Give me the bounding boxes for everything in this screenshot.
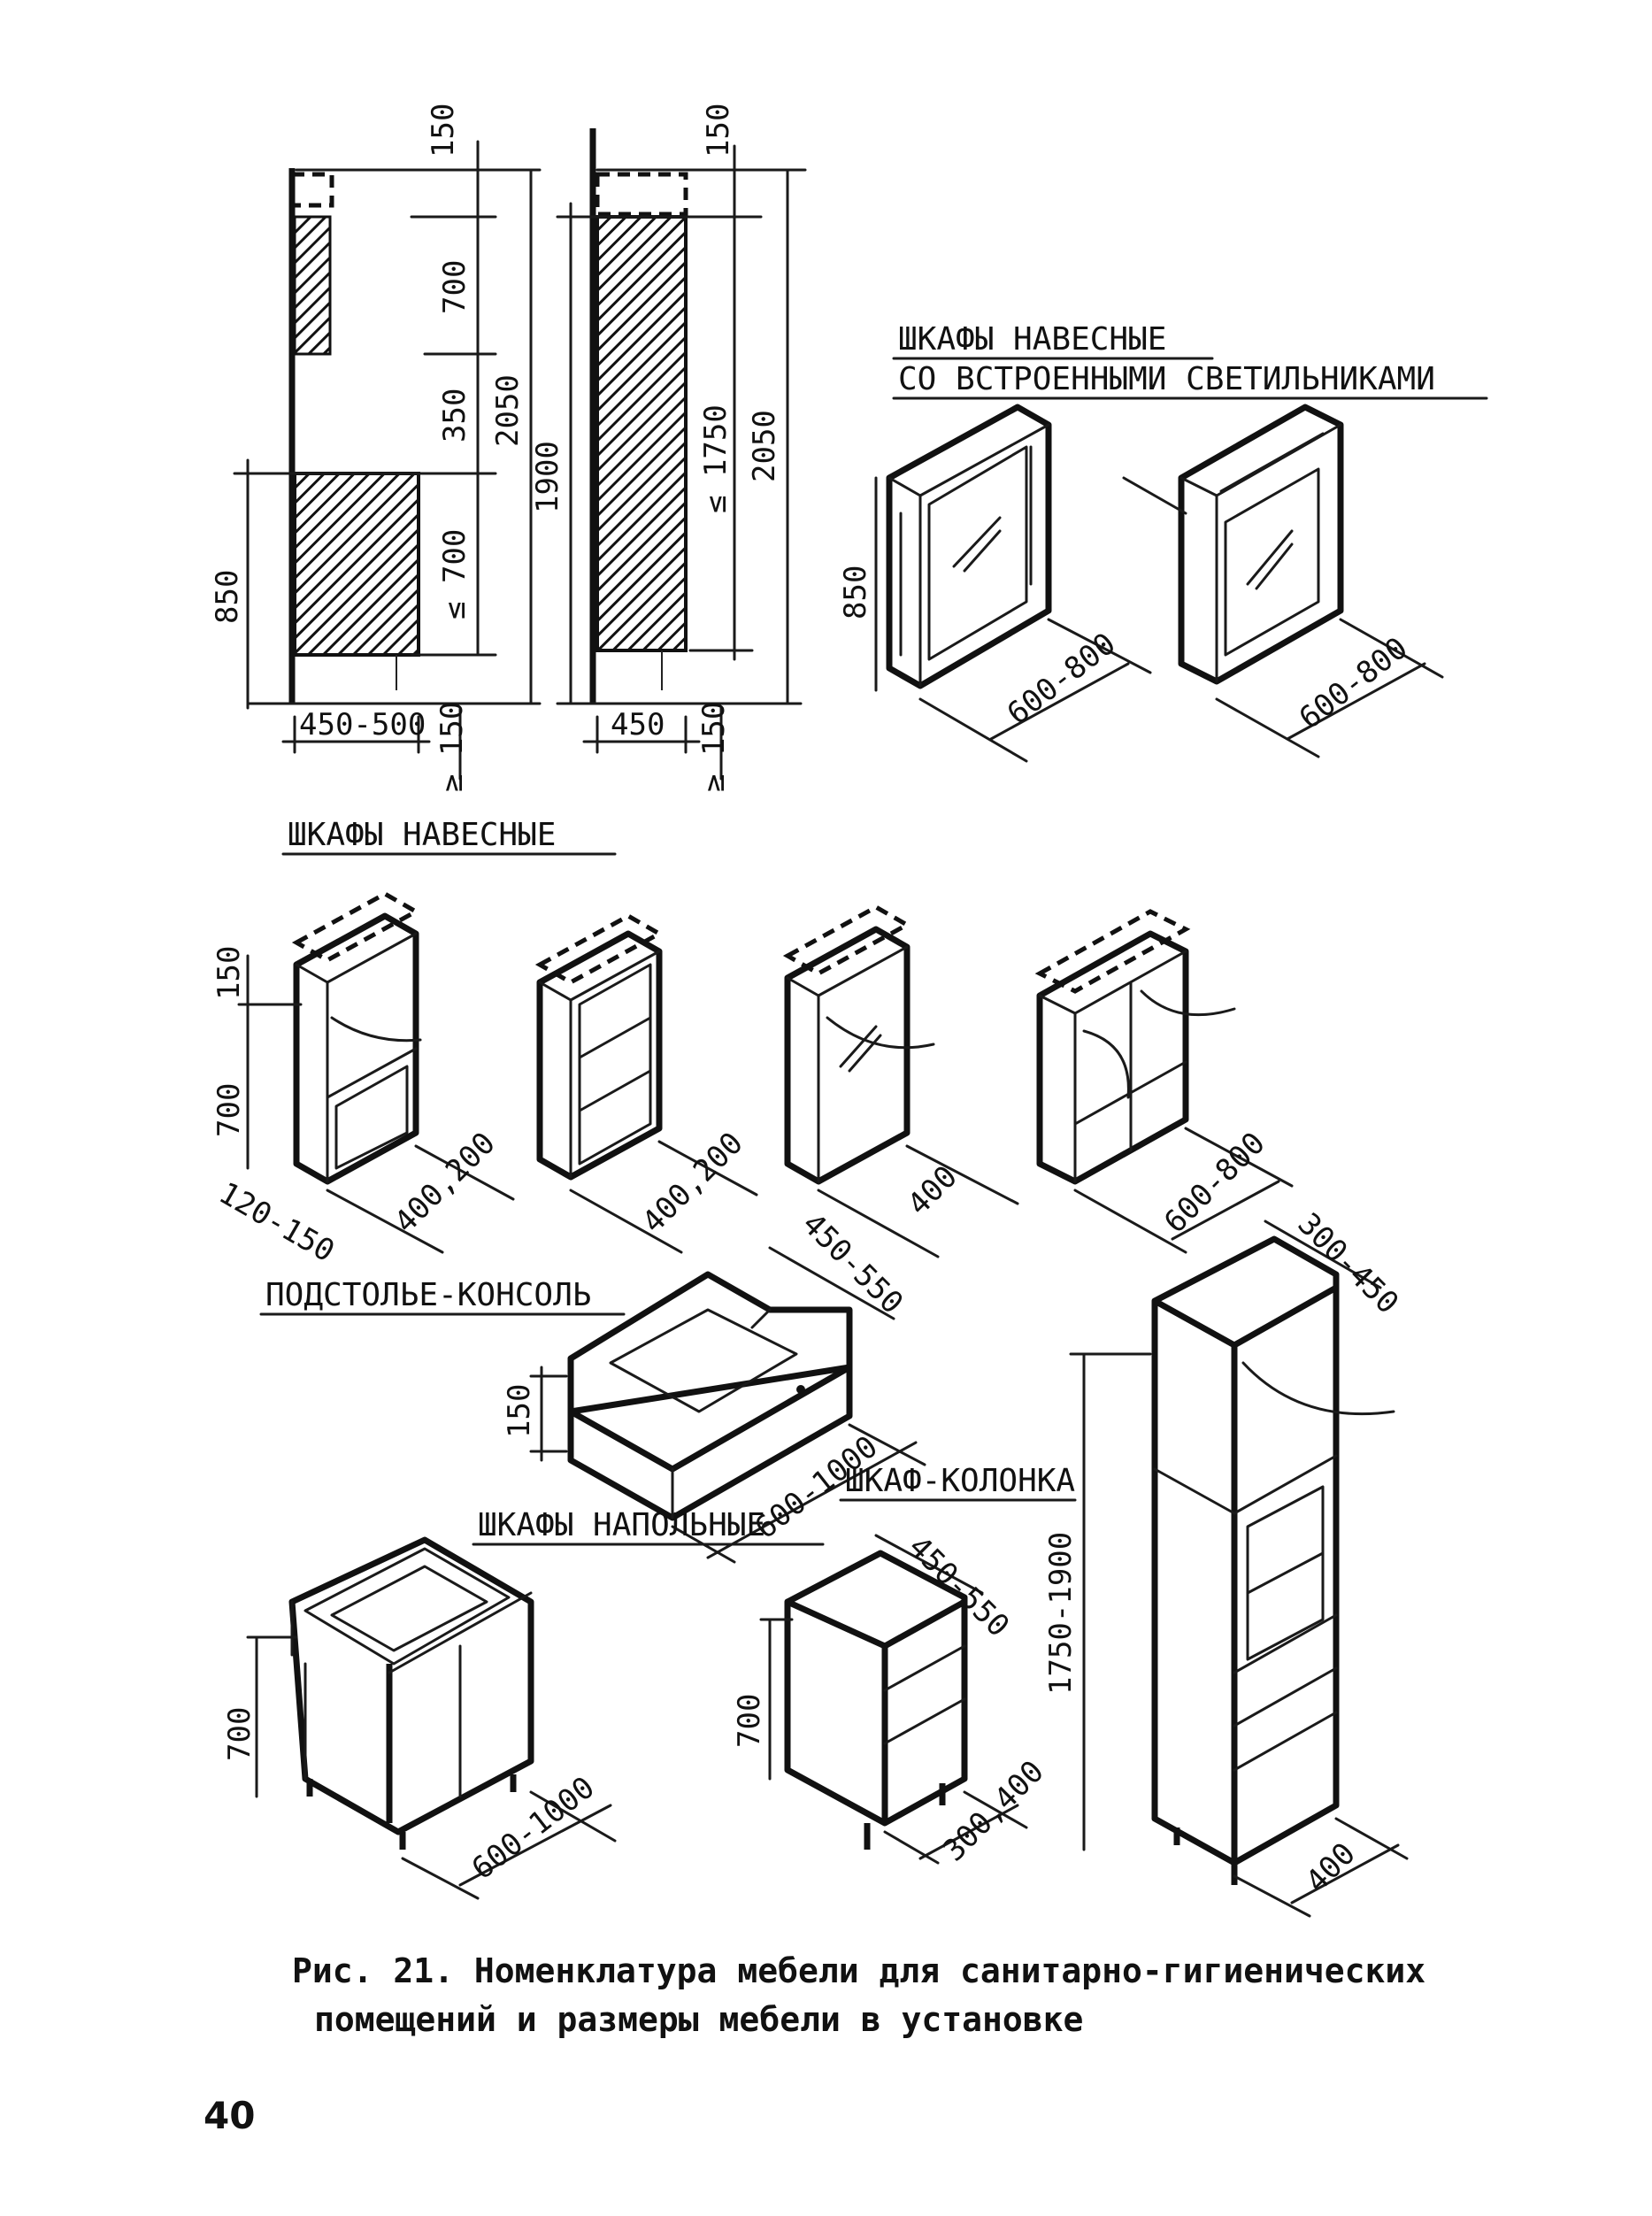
e1-dim-total: 2050 <box>490 374 526 447</box>
e1-dim-height: 850 <box>210 570 245 624</box>
column-dim-height: 1750-1900 <box>1043 1532 1079 1695</box>
e2-dim-width: 450 <box>611 707 665 743</box>
column-title: ШКАФ-КОЛОНКА <box>845 1463 1075 1499</box>
e1-dim-mid: 350 <box>437 389 473 442</box>
wall-dim-top: 150 <box>211 946 247 1000</box>
lit-dim-height: 850 <box>838 566 873 619</box>
e2-dim-mid: ≤ 1750 <box>698 404 734 513</box>
column-dim-width: 400 <box>1299 1836 1363 1900</box>
elevation-wall-and-floor: 150 700 350 2050 ≤ 700 850 450-500 ≥ 150 <box>210 104 542 792</box>
e1-dim-bottom: ≥ 150 <box>434 702 470 792</box>
console-title: ПОДСТОЛЬЕ-КОНСОЛЬ <box>265 1277 591 1313</box>
page-number: 40 <box>204 2094 255 2137</box>
e1-dim-upper: 700 <box>437 260 473 314</box>
e2-dim-top: 150 <box>701 104 736 158</box>
e1-dim-width: 450-500 <box>299 707 426 743</box>
wall-dim-height: 700 <box>211 1083 247 1137</box>
e1-dim-top: 150 <box>426 104 461 158</box>
e2-dim-bottom: ≥ 150 <box>696 702 732 792</box>
e1-dim-lower: ≤ 700 <box>437 529 473 619</box>
figure-caption-line2: помещений и размеры мебели в установке <box>314 2000 1083 2039</box>
elevation-column: 150 1900 ≤ 1750 2050 450 ≥ 150 <box>530 104 807 792</box>
lit-dim-width1: 600-800 <box>1001 626 1123 732</box>
floor-cabinets: ШКАФЫ НАПОЛЬНЫЕ 700 600-1000 <box>222 1507 1051 1900</box>
floor-dim-height2: 700 <box>732 1694 767 1748</box>
e2-dim-height: 1900 <box>530 441 565 513</box>
console-dim-height: 150 <box>502 1384 537 1438</box>
lit-title-line2: СО ВСТРОЕННЫМИ СВЕТИЛЬНИКАМИ <box>898 361 1435 397</box>
floor-dim-width2: 300,400 <box>936 1754 1051 1869</box>
console-dim-depth: 450-550 <box>795 1206 911 1321</box>
lit-title-line1: ШКАФЫ НАВЕСНЫЕ <box>898 321 1166 358</box>
wall-title: ШКАФЫ НАВЕСНЫЕ <box>288 817 556 853</box>
figure-caption-line1: Рис. 21. Номенклатура мебели для санитар… <box>292 1951 1425 1990</box>
wall-cabinets: ШКАФЫ НАВЕСНЫЕ 150 700 120-150 400,200 4… <box>211 817 1294 1269</box>
floor-dim-height1: 700 <box>222 1707 257 1761</box>
wall-dim-w3: 400 <box>901 1159 964 1223</box>
floor-title: ШКАФЫ НАПОЛЬНЫЕ <box>478 1507 765 1543</box>
wall-dim-depth: 120-150 <box>213 1175 341 1269</box>
lit-wall-cabinets: ШКАФЫ НАВЕСНЫЕ СО ВСТРОЕННЫМИ СВЕТИЛЬНИК… <box>838 321 1488 763</box>
lit-dim-width2: 600-800 <box>1293 630 1415 736</box>
e2-dim-total: 2050 <box>747 410 782 482</box>
